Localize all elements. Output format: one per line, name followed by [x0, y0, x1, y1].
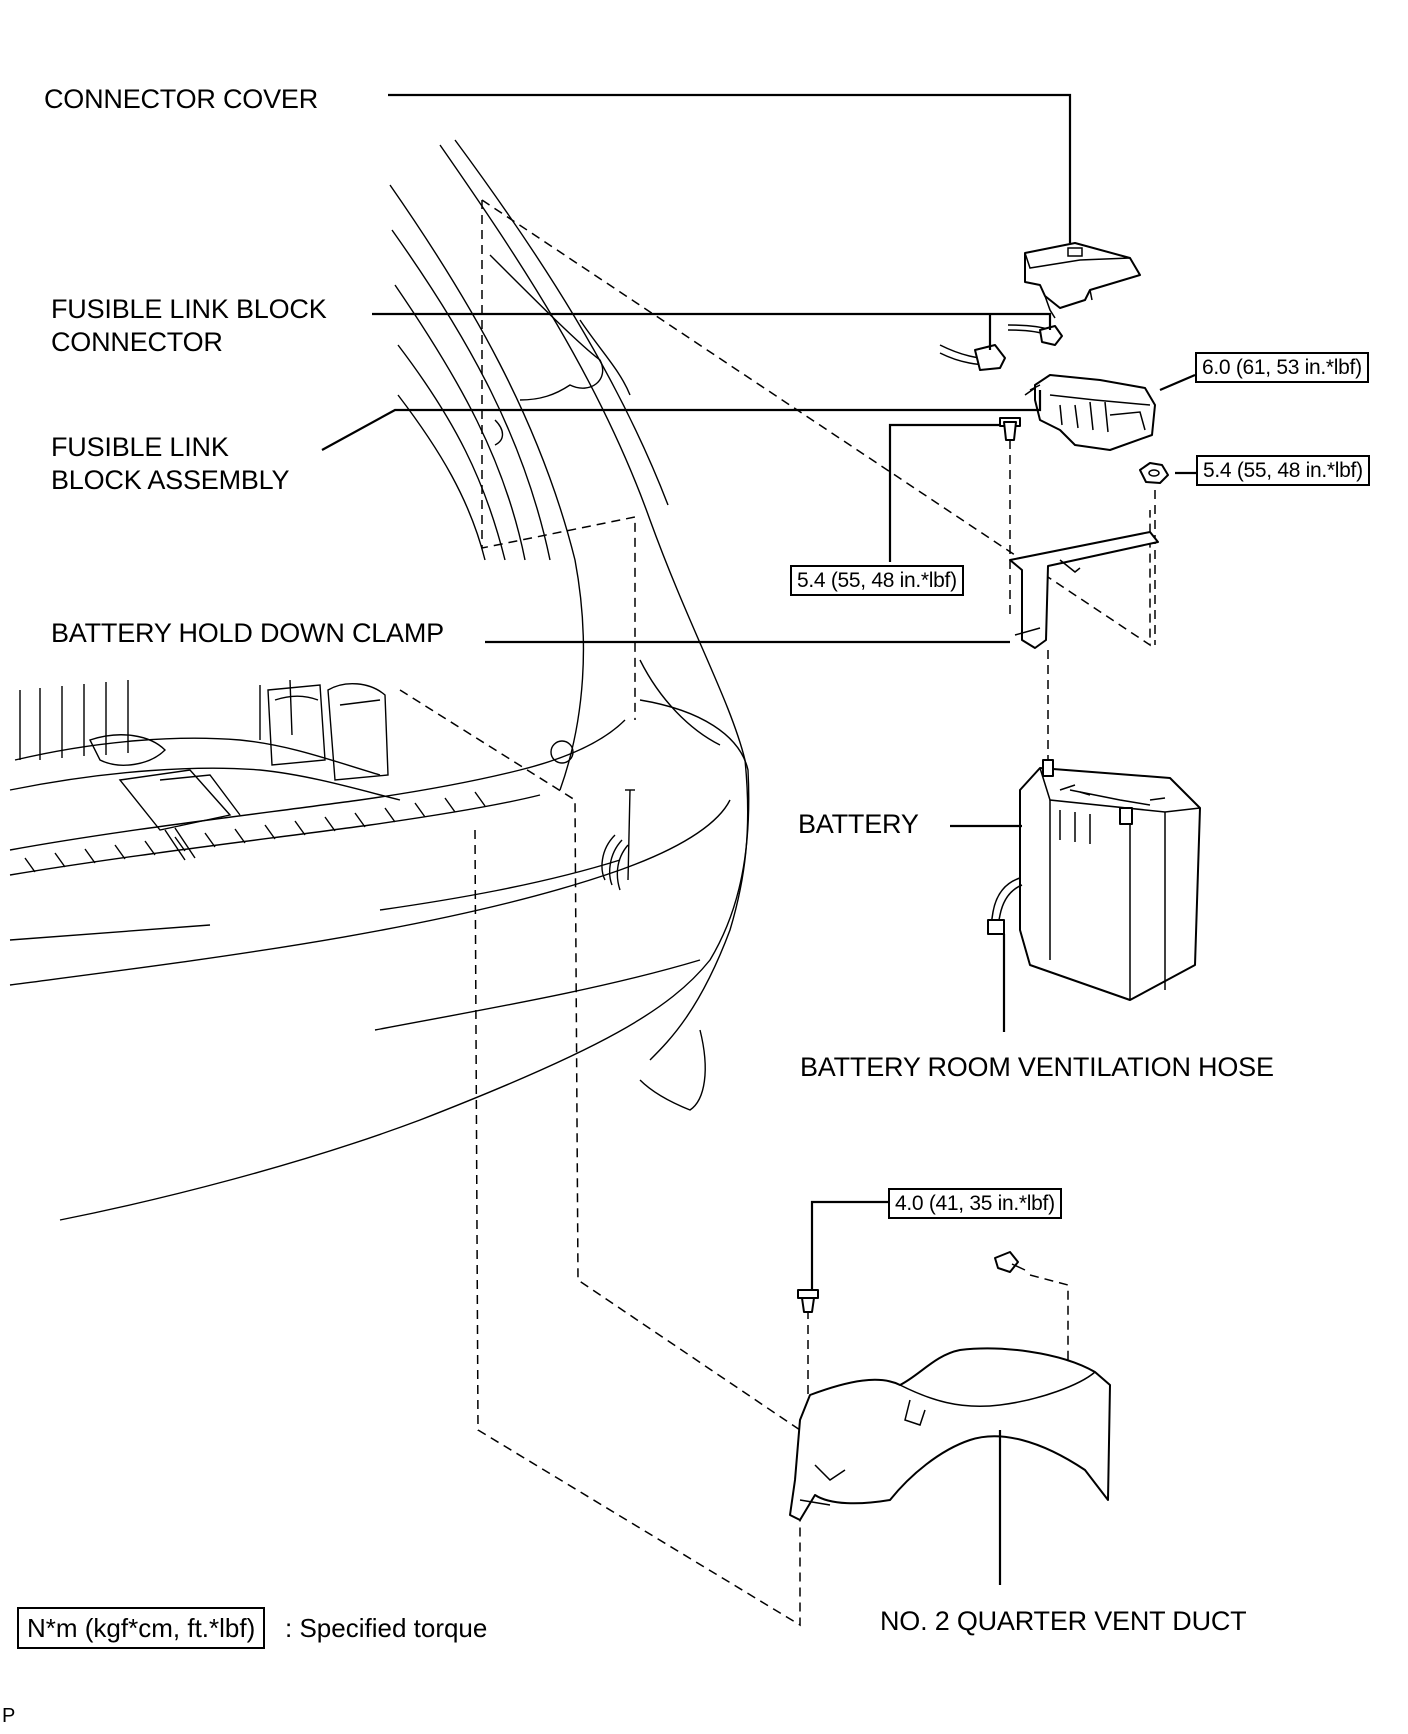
- label-connector-cover: CONNECTOR COVER: [44, 84, 319, 114]
- label-battery-room-ventilation-hose: BATTERY ROOM VENTILATION HOSE: [800, 1052, 1274, 1082]
- label-fusible-link-block-connector-1: FUSIBLE LINK BLOCK: [51, 294, 327, 324]
- battery-hold-down-clamp-part: [1009, 531, 1159, 649]
- label-fusible-link-block-connector-2: CONNECTOR: [51, 327, 223, 357]
- legend-description: : Specified torque: [285, 1613, 488, 1643]
- bolt-vent-duct-left: [797, 1289, 819, 1313]
- bolt-vent-duct-right: [994, 1251, 1026, 1273]
- label-battery-hold-down-clamp: BATTERY HOLD DOWN CLAMP: [51, 618, 444, 648]
- torque-spec-vent-duct-bolt: 4.0 (41, 35 in.*lbf): [888, 1188, 1062, 1219]
- fusible-link-block-assembly-part: [1024, 374, 1156, 451]
- label-no2-quarter-vent-duct: NO. 2 QUARTER VENT DUCT: [880, 1606, 1247, 1636]
- vehicle-rear-body: [9, 139, 750, 1221]
- torque-spec-fusible-link-block: 6.0 (61, 53 in.*lbf): [1195, 352, 1369, 383]
- connector-cover-part: [1024, 242, 1141, 319]
- legend-torque-unit-box: N*m (kgf*cm, ft.*lbf): [17, 1607, 266, 1649]
- no2-quarter-vent-duct-part: [789, 1347, 1111, 1521]
- torque-spec-clamp-nut: 5.4 (55, 48 in.*lbf): [1196, 455, 1370, 486]
- battery-part: [1019, 759, 1201, 1001]
- assembly-guide-lines: [399, 199, 1156, 1627]
- battery-room-ventilation-hose-part: [987, 877, 1023, 935]
- fusible-link-block-connector-part: [939, 324, 1063, 371]
- nut-clamp: [1139, 462, 1169, 484]
- bolt-fusible-block: [999, 417, 1021, 441]
- corner-mark: P: [2, 1705, 16, 1727]
- leader-lines: [321, 93, 1197, 1585]
- label-fusible-link-block-assembly-1: FUSIBLE LINK: [51, 432, 229, 462]
- label-fusible-link-block-assembly-2: BLOCK ASSEMBLY: [51, 465, 290, 495]
- label-battery: BATTERY: [798, 809, 919, 839]
- torque-spec-clamp-bolt: 5.4 (55, 48 in.*lbf): [790, 565, 964, 596]
